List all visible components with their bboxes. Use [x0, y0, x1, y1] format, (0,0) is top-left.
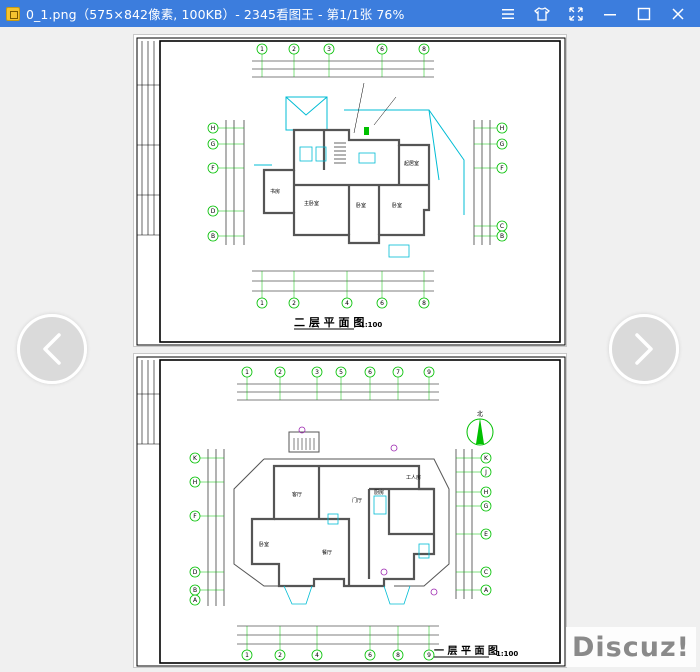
svg-text:E: E — [484, 531, 488, 538]
svg-text:3: 3 — [327, 46, 331, 53]
window-title: 0_1.png（575×842像素, 100KB）- 2345看图王 - 第1/… — [26, 7, 405, 22]
svg-text:2: 2 — [292, 46, 296, 53]
svg-text:2: 2 — [278, 652, 282, 659]
minimize-button[interactable] — [596, 0, 624, 27]
svg-text:D: D — [211, 208, 216, 215]
svg-text:H: H — [500, 125, 505, 132]
skin-button[interactable] — [528, 0, 556, 27]
svg-text:A: A — [484, 587, 489, 594]
svg-text:9: 9 — [427, 652, 431, 659]
svg-text:K: K — [193, 455, 198, 462]
watermark-text: Discuz! — [572, 631, 690, 663]
svg-text:H: H — [193, 479, 198, 486]
svg-text:3: 3 — [315, 369, 319, 376]
svg-text:餐厅: 餐厅 — [322, 549, 332, 556]
svg-text:F: F — [211, 165, 215, 172]
svg-text:1: 1 — [245, 369, 249, 376]
svg-text:4: 4 — [315, 652, 319, 659]
svg-text:起居室: 起居室 — [404, 160, 419, 167]
skin-icon — [534, 6, 550, 21]
minimize-icon — [604, 13, 616, 15]
svg-text:C: C — [500, 223, 504, 230]
svg-text:1: 1 — [260, 46, 264, 53]
svg-text:7: 7 — [396, 369, 400, 376]
svg-text:K: K — [484, 455, 489, 462]
svg-text:工人房: 工人房 — [406, 474, 421, 481]
fullscreen-button[interactable] — [562, 0, 590, 27]
svg-text:8: 8 — [422, 46, 426, 53]
svg-text:6: 6 — [380, 46, 384, 53]
svg-text:书房: 书房 — [270, 188, 280, 195]
previous-image-button[interactable] — [17, 314, 87, 384]
svg-text:J: J — [484, 469, 487, 476]
svg-text:F: F — [500, 165, 504, 172]
svg-text:B: B — [500, 233, 504, 240]
svg-text:客厅: 客厅 — [292, 491, 302, 498]
svg-text:D: D — [193, 569, 198, 576]
svg-text:6: 6 — [368, 652, 372, 659]
svg-text:主卧室: 主卧室 — [304, 200, 319, 207]
close-button[interactable] — [664, 0, 692, 27]
first-floor-title: 一 层 平 面 图 — [434, 645, 498, 657]
svg-text:卧室: 卧室 — [392, 202, 402, 209]
next-image-button[interactable] — [609, 314, 679, 384]
window-controls — [494, 0, 692, 27]
menu-button[interactable] — [494, 0, 522, 27]
svg-text:G: G — [211, 141, 216, 148]
svg-text:G: G — [500, 141, 505, 148]
svg-text:门厅: 门厅 — [352, 497, 362, 504]
svg-text:5: 5 — [339, 369, 343, 376]
window-titlebar: 0_1.png（575×842像素, 100KB）- 2345看图王 - 第1/… — [0, 0, 700, 27]
svg-text:B: B — [211, 233, 215, 240]
svg-text:1: 1 — [245, 652, 249, 659]
svg-text:2: 2 — [292, 300, 296, 307]
maximize-icon — [637, 7, 651, 20]
svg-text:H: H — [211, 125, 216, 132]
chevron-right-icon — [635, 333, 653, 365]
svg-text:F: F — [193, 513, 197, 520]
svg-text:B: B — [193, 587, 197, 594]
svg-text:6: 6 — [380, 300, 384, 307]
svg-text:卧室: 卧室 — [356, 202, 366, 209]
svg-text:9: 9 — [427, 369, 431, 376]
first-floor-scale: 1:100 — [496, 650, 518, 658]
chevron-left-icon — [43, 333, 61, 365]
second-floor-scale: 1:100 — [360, 321, 382, 329]
second-floor-title: 二 层 平 面 图 — [294, 316, 364, 329]
north-label: 北 — [477, 410, 483, 418]
svg-text:G: G — [484, 503, 489, 510]
watermark: Discuz! — [566, 627, 696, 667]
maximize-button[interactable] — [630, 0, 658, 27]
svg-text:C: C — [484, 569, 488, 576]
svg-text:6: 6 — [368, 369, 372, 376]
menu-icon — [502, 8, 514, 19]
image-viewer-icon — [6, 6, 20, 21]
close-icon — [672, 7, 684, 20]
svg-text:A: A — [193, 597, 198, 604]
svg-text:4: 4 — [345, 300, 349, 307]
svg-text:厨房: 厨房 — [374, 489, 384, 496]
svg-text:卧室: 卧室 — [259, 541, 269, 548]
svg-text:H: H — [484, 489, 489, 496]
fullscreen-icon — [569, 6, 583, 21]
svg-text:8: 8 — [422, 300, 426, 307]
svg-text:2: 2 — [278, 369, 282, 376]
svg-text:1: 1 — [260, 300, 264, 307]
svg-text:8: 8 — [396, 652, 400, 659]
